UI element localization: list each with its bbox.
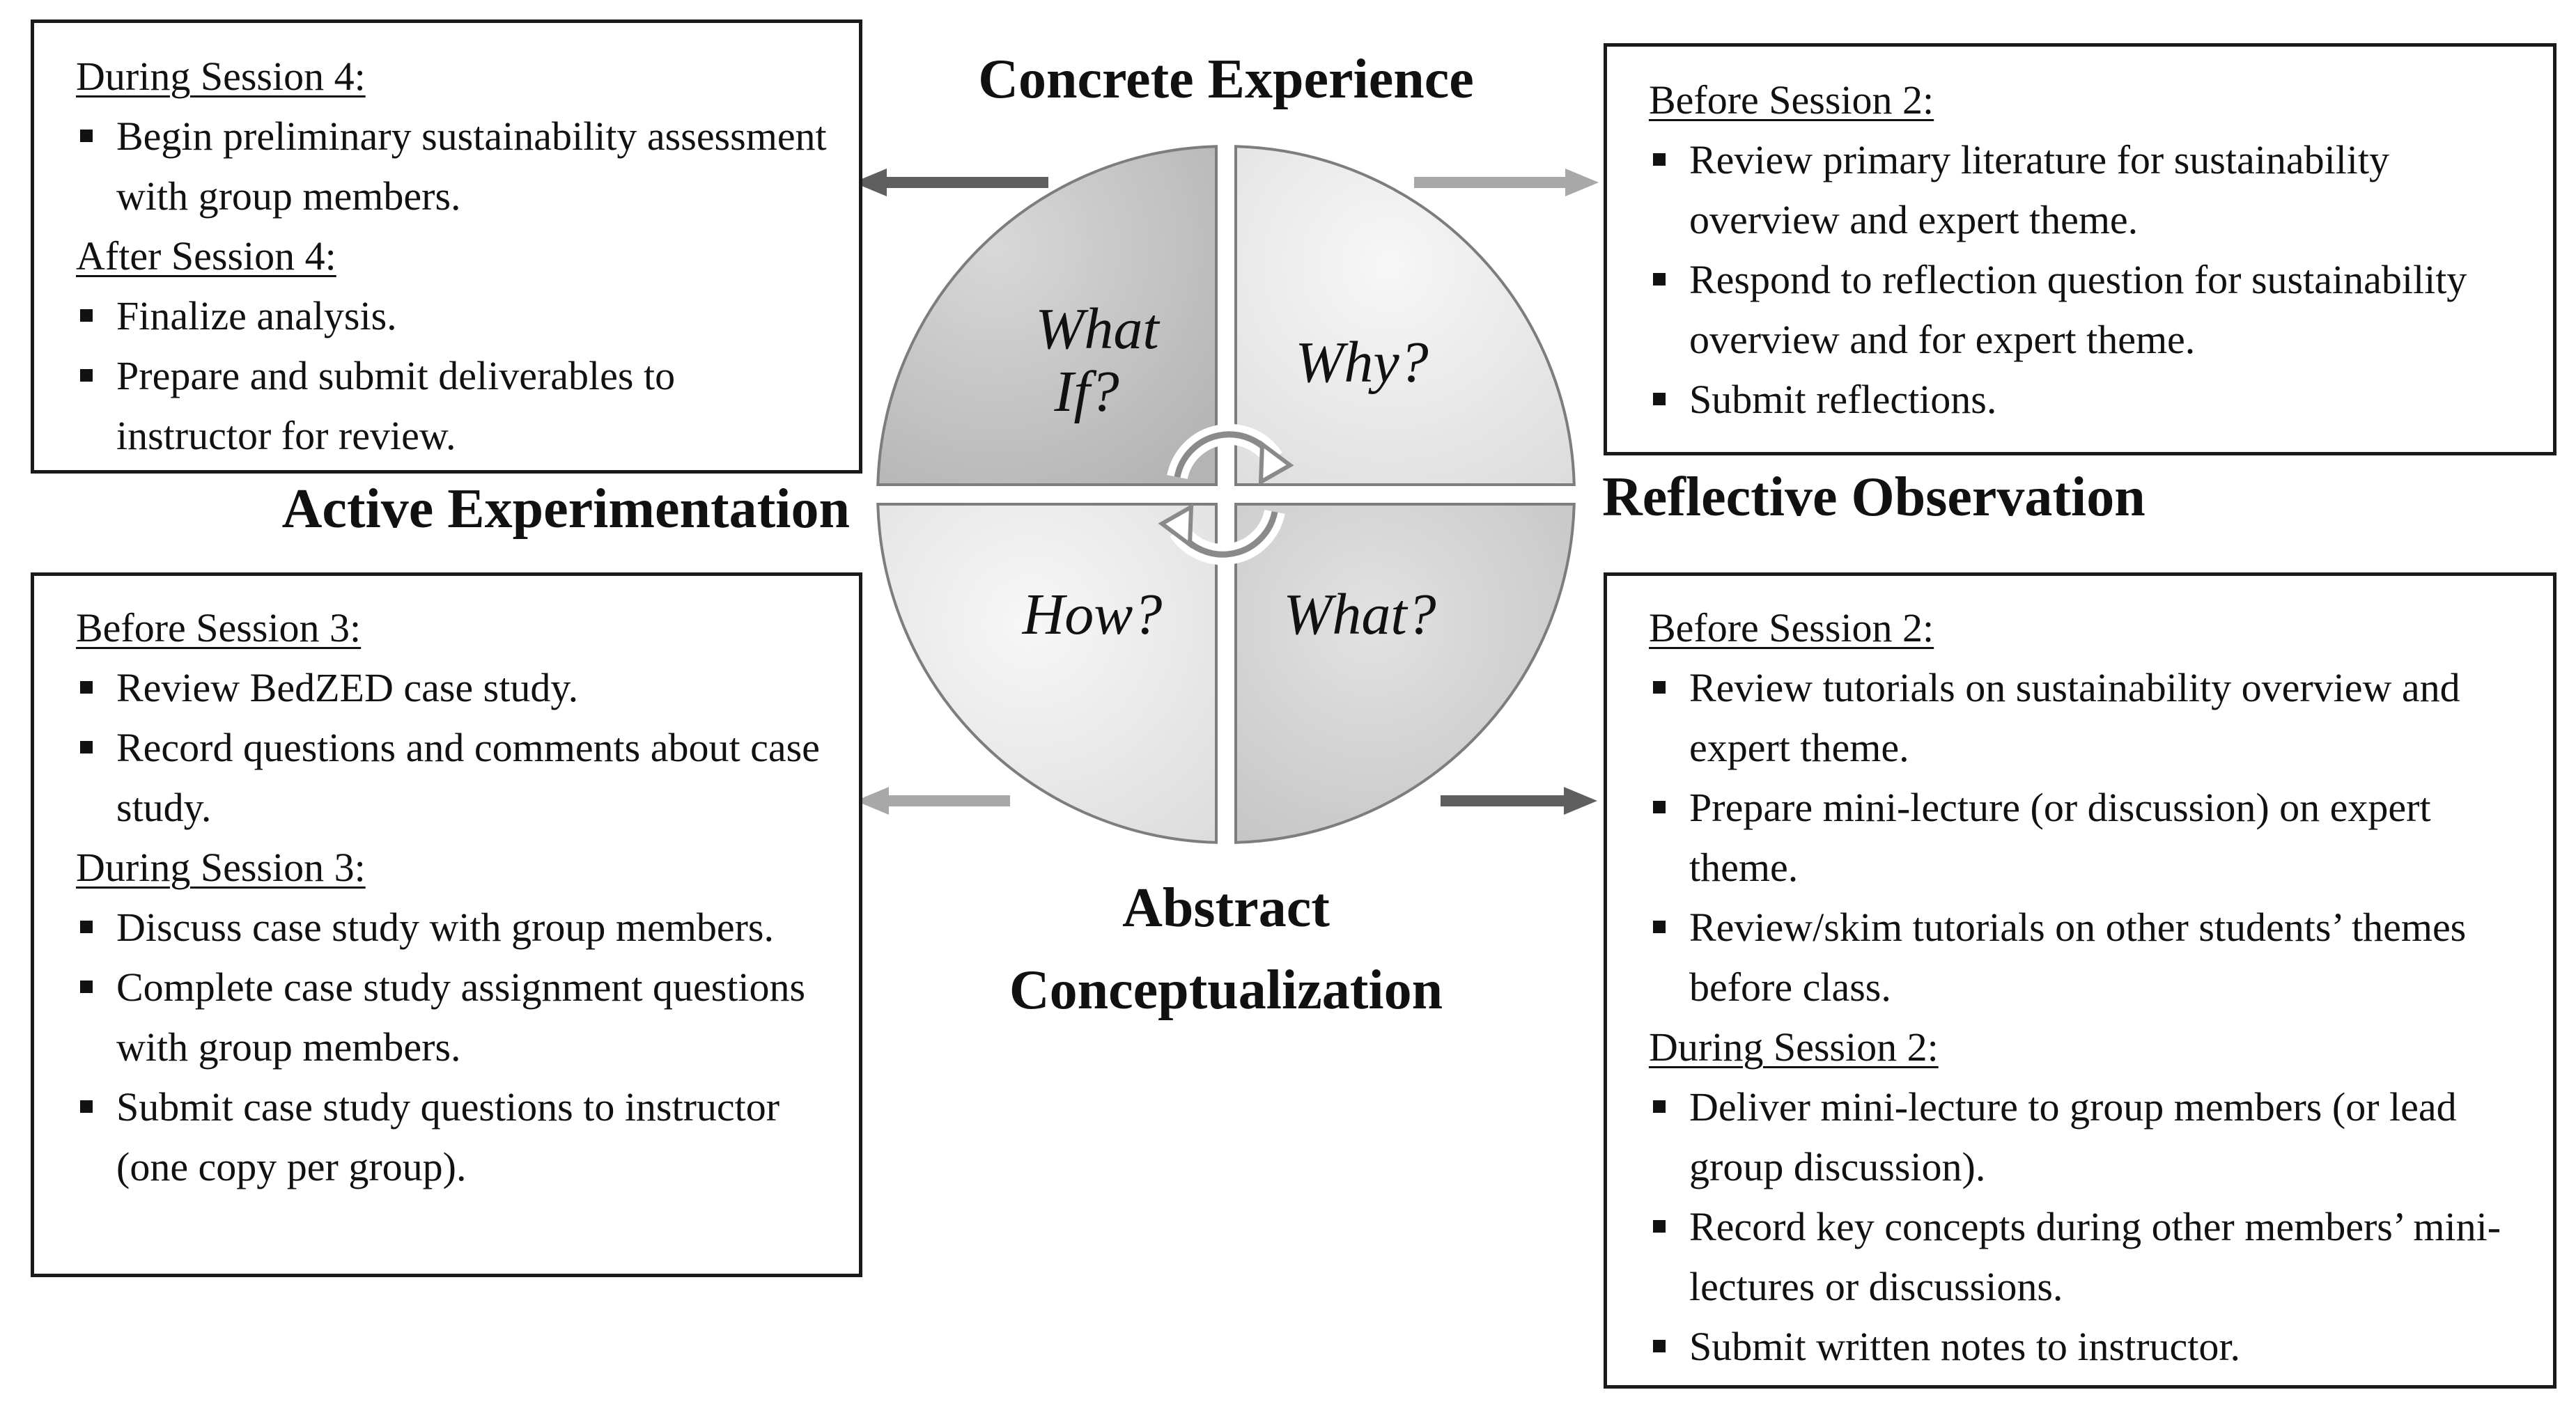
list-item: Submit reflections. [1649, 370, 2525, 430]
list-item: Record questions and comments about case… [76, 718, 831, 838]
section-heading: During Session 3: [76, 845, 366, 890]
section-heading: Before Session 2: [1649, 77, 1934, 123]
section-heading: After Session 4: [76, 233, 336, 279]
box-active-top: During Session 4: Begin preliminary sust… [31, 19, 862, 474]
stage-label-active-experimentation: Active Experimentation [281, 478, 850, 540]
list-item: Review BedZED case study. [76, 658, 831, 718]
stage-label-abstract-conceptualization: Abstract Conceptualization [926, 867, 1526, 1031]
quadrant-what [1234, 503, 1576, 844]
list-item: Review tutorials on sustainability overv… [1649, 658, 2525, 778]
list-item: Respond to reflection question for susta… [1649, 250, 2525, 370]
quadrant-what-if [876, 145, 1218, 486]
list-item: Submit case study questions to instructo… [76, 1077, 831, 1197]
arrow-to-top-left-box [853, 169, 1048, 196]
quadrant-text-what: What? [1283, 582, 1436, 647]
section-heading: During Session 4: [76, 54, 366, 99]
quadrant-text-why: Why? [1295, 330, 1428, 395]
section-heading: Before Session 3: [76, 605, 362, 650]
list-item: Prepare and submit deliverables to instr… [76, 346, 831, 466]
section-heading: Before Session 2: [1649, 605, 1934, 650]
learning-cycle-diagram: What If? Why? How? What? [876, 145, 1576, 844]
list-item: Submit written notes to instructor. [1649, 1317, 2525, 1377]
list-item: Review primary literature for sustainabi… [1649, 130, 2525, 250]
list-item: Begin preliminary sustainability assessm… [76, 107, 831, 226]
list-item: Record key concepts during other members… [1649, 1197, 2525, 1317]
list-item: Finalize analysis. [76, 286, 831, 346]
stage-label-concrete-experience: Concrete Experience [978, 49, 1474, 110]
list-item: Discuss case study with group members. [76, 898, 831, 958]
quadrant-text-what-if-line2: If? [1053, 359, 1119, 424]
quadrant-why [1234, 145, 1576, 486]
arrow-to-top-right-box [1414, 169, 1599, 196]
cycle-arrowhead-bottom-icon [1158, 503, 1194, 549]
cycle-arrowhead-top-icon [1258, 440, 1294, 486]
box-reflective-bottom: Before Session 2: Review tutorials on su… [1604, 572, 2556, 1389]
list-item: Deliver mini-lecture to group members (o… [1649, 1077, 2525, 1197]
list-item: Complete case study assignment questions… [76, 958, 831, 1077]
stage-label-reflective-observation: Reflective Observation [1602, 467, 2146, 528]
abstract-label-line1: Abstract [1122, 877, 1330, 939]
quadrant-how [876, 503, 1218, 844]
box-active-bottom: Before Session 3: Review BedZED case stu… [31, 572, 862, 1277]
abstract-label-line2: Conceptualization [1009, 960, 1443, 1021]
box-reflective-top: Before Session 2: Review primary literat… [1604, 43, 2556, 455]
quadrant-text-how: How? [1022, 582, 1163, 647]
section-heading: During Session 2: [1649, 1024, 1939, 1070]
arrow-to-bottom-left-box [855, 787, 1010, 815]
quadrant-text-what-if-line1: What [1035, 297, 1161, 361]
list-item: Review/skim tutorials on other students’… [1649, 898, 2525, 1017]
arrow-to-bottom-right-box [1441, 787, 1597, 815]
list-item: Prepare mini-lecture (or discussion) on … [1649, 778, 2525, 898]
